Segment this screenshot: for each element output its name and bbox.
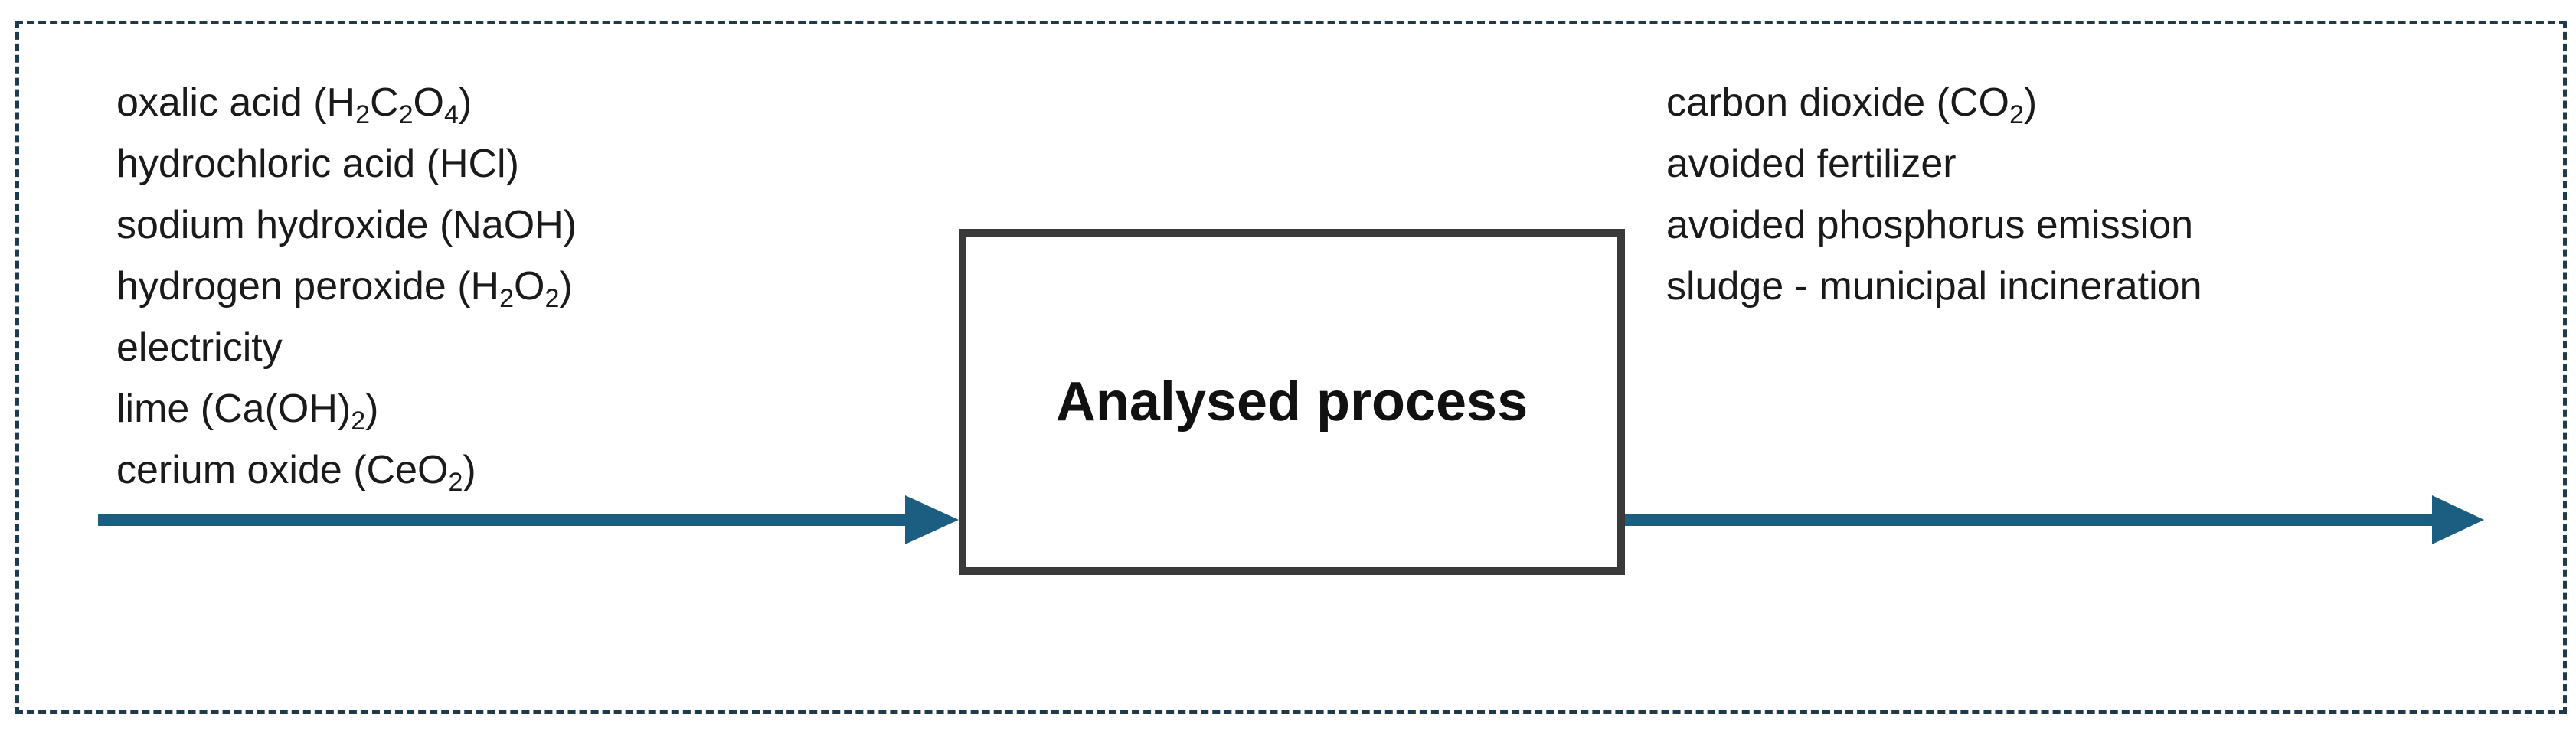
output-flow-item: sludge - municipal incineration — [1666, 256, 2202, 317]
flow-text: O — [514, 264, 545, 309]
flow-text: sludge - municipal incineration — [1666, 264, 2202, 309]
subscript: 4 — [443, 100, 459, 129]
input-flow-item: hydrochloric acid (HCl) — [116, 133, 577, 194]
input-flow-item: hydrogen peroxide (H2O2) — [116, 256, 577, 317]
output-flow-item: carbon dioxide (CO2) — [1666, 72, 2202, 133]
flow-text: cerium oxide (CeO — [116, 448, 449, 492]
process-label: Analysed process — [1055, 371, 1528, 433]
input-flow-item: sodium hydroxide (NaOH) — [116, 194, 577, 256]
input-flow-item: lime (Ca(OH)2) — [116, 378, 577, 439]
subscript: 2 — [398, 100, 414, 129]
flow-text: hydrochloric acid (HCl) — [116, 142, 519, 186]
flow-text: ) — [463, 448, 476, 492]
flow-text: ) — [559, 264, 573, 309]
flow-text: sodium hydroxide (NaOH) — [116, 203, 577, 247]
subscript: 2 — [499, 284, 514, 313]
subscript: 2 — [2009, 100, 2024, 129]
input-flow-item: electricity — [116, 317, 577, 378]
flow-text: ) — [458, 80, 472, 125]
input-arrow — [98, 495, 959, 544]
flow-text: electricity — [116, 325, 283, 370]
output-arrow — [1625, 495, 2484, 544]
flow-text: lime (Ca(OH) — [116, 387, 351, 431]
system-boundary — [15, 21, 2567, 714]
flow-text: avoided phosphorus emission — [1666, 203, 2193, 247]
flow-text: ) — [2023, 80, 2038, 125]
subscript: 2 — [544, 284, 560, 313]
input-flows-list: oxalic acid (H2C2O4)hydrochloric acid (H… — [116, 72, 577, 501]
flow-text: carbon dioxide (CO — [1666, 80, 2009, 125]
flow-text: O — [413, 80, 444, 125]
subscript: 2 — [351, 407, 366, 436]
output-flow-item: avoided fertilizer — [1666, 133, 2202, 194]
subscript: 2 — [355, 100, 371, 129]
output-flow-item: avoided phosphorus emission — [1666, 194, 2202, 256]
input-flow-item: cerium oxide (CeO2) — [116, 439, 577, 501]
input-flow-item: oxalic acid (H2C2O4) — [116, 72, 577, 133]
output-flows-list: carbon dioxide (CO2) avoided fertilizer av… — [1666, 72, 2202, 317]
analysed-process-box: Analysed process — [959, 229, 1625, 575]
subscript: 2 — [448, 468, 463, 497]
flow-text: oxalic acid (H — [116, 80, 356, 125]
flow-text: ) — [365, 387, 379, 431]
flow-text: hydrogen peroxide (H — [116, 264, 500, 309]
flow-text: C — [370, 80, 399, 125]
flow-text: avoided fertilizer — [1666, 142, 1957, 186]
